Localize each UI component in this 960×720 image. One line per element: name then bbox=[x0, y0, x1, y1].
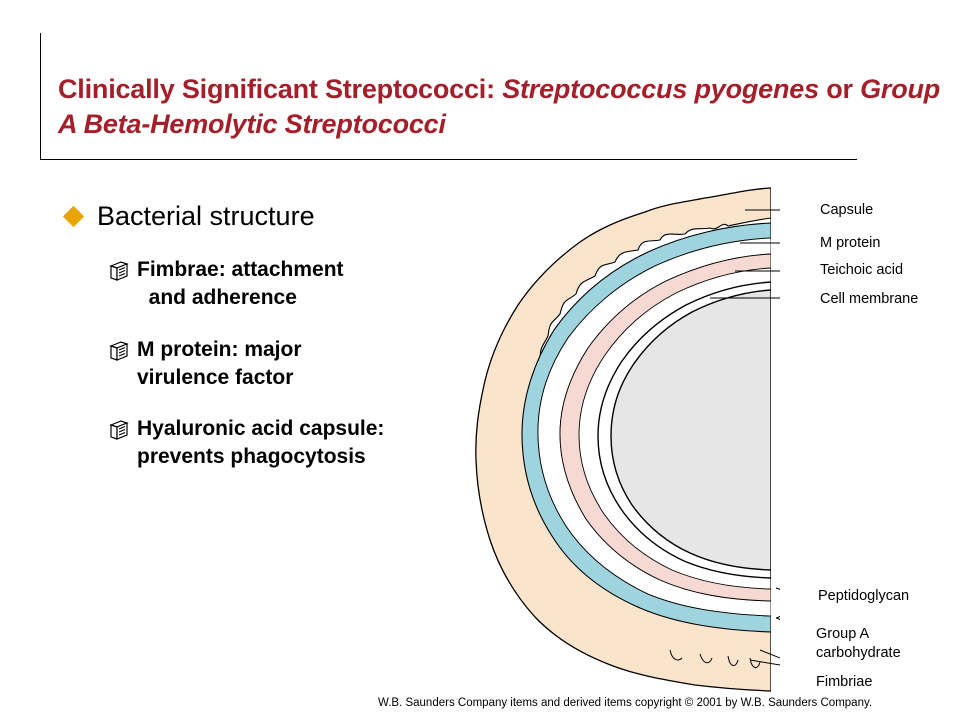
sub-bullet-capsule: Hyaluronic acid capsule: prevents phagoc… bbox=[108, 415, 384, 471]
sub-bullet-line: prevents phagocytosis bbox=[137, 445, 366, 468]
title-text-3: or bbox=[818, 74, 861, 104]
leader-lines bbox=[710, 209, 780, 666]
label-group-a: Group A bbox=[816, 626, 870, 642]
title-text-2: Streptococcus pyogenes bbox=[502, 74, 819, 104]
sub-bullet-line: and adherence bbox=[137, 286, 297, 309]
sub-bullet-line: Fimbrae: attachment bbox=[137, 258, 344, 281]
label-m-protein: M protein bbox=[820, 235, 881, 251]
fimbriae bbox=[669, 649, 761, 668]
label-cell-membrane: Cell membrane bbox=[820, 291, 919, 307]
book-icon bbox=[109, 261, 129, 281]
main-bullet: Bacterial structure bbox=[62, 201, 315, 232]
title-text-1: Clinically Significant Streptococci: bbox=[58, 74, 503, 104]
title-rule-horizontal bbox=[40, 159, 857, 160]
main-bullet-text: Bacterial structure bbox=[97, 201, 315, 231]
title-rule-vertical bbox=[40, 33, 41, 159]
copyright-credit: W.B. Saunders Company items and derived … bbox=[378, 697, 873, 709]
label-teichoic-acid: Teichoic acid bbox=[820, 262, 904, 278]
book-icon bbox=[109, 420, 129, 440]
slide-title: Clinically Significant Streptococci: Str… bbox=[58, 72, 948, 142]
label-capsule: Capsule bbox=[820, 202, 874, 218]
teichoic-acid-layer bbox=[559, 253, 771, 602]
cell-wall-diagram bbox=[475, 187, 780, 692]
sub-bullet-fimbrae: Fimbrae: attachment and adherence bbox=[108, 256, 344, 312]
label-fimbriae: Fimbriae bbox=[816, 674, 873, 690]
sub-bullet-line: Hyaluronic acid capsule: bbox=[137, 417, 385, 440]
diamond-icon bbox=[62, 205, 85, 228]
label-peptidoglycan: Peptidoglycan bbox=[818, 588, 910, 604]
book-icon bbox=[109, 341, 129, 361]
sub-bullet-line: M protein: major bbox=[137, 338, 302, 361]
cytoplasm bbox=[610, 289, 771, 571]
sub-bullet-m-protein: M protein: major virulence factor bbox=[108, 336, 302, 392]
sub-bullet-line: virulence factor bbox=[137, 366, 294, 389]
title-text-4: Group A Beta-Hemolytic Streptococci bbox=[58, 74, 941, 139]
label-carbohydrate: carbohydrate bbox=[816, 645, 901, 661]
